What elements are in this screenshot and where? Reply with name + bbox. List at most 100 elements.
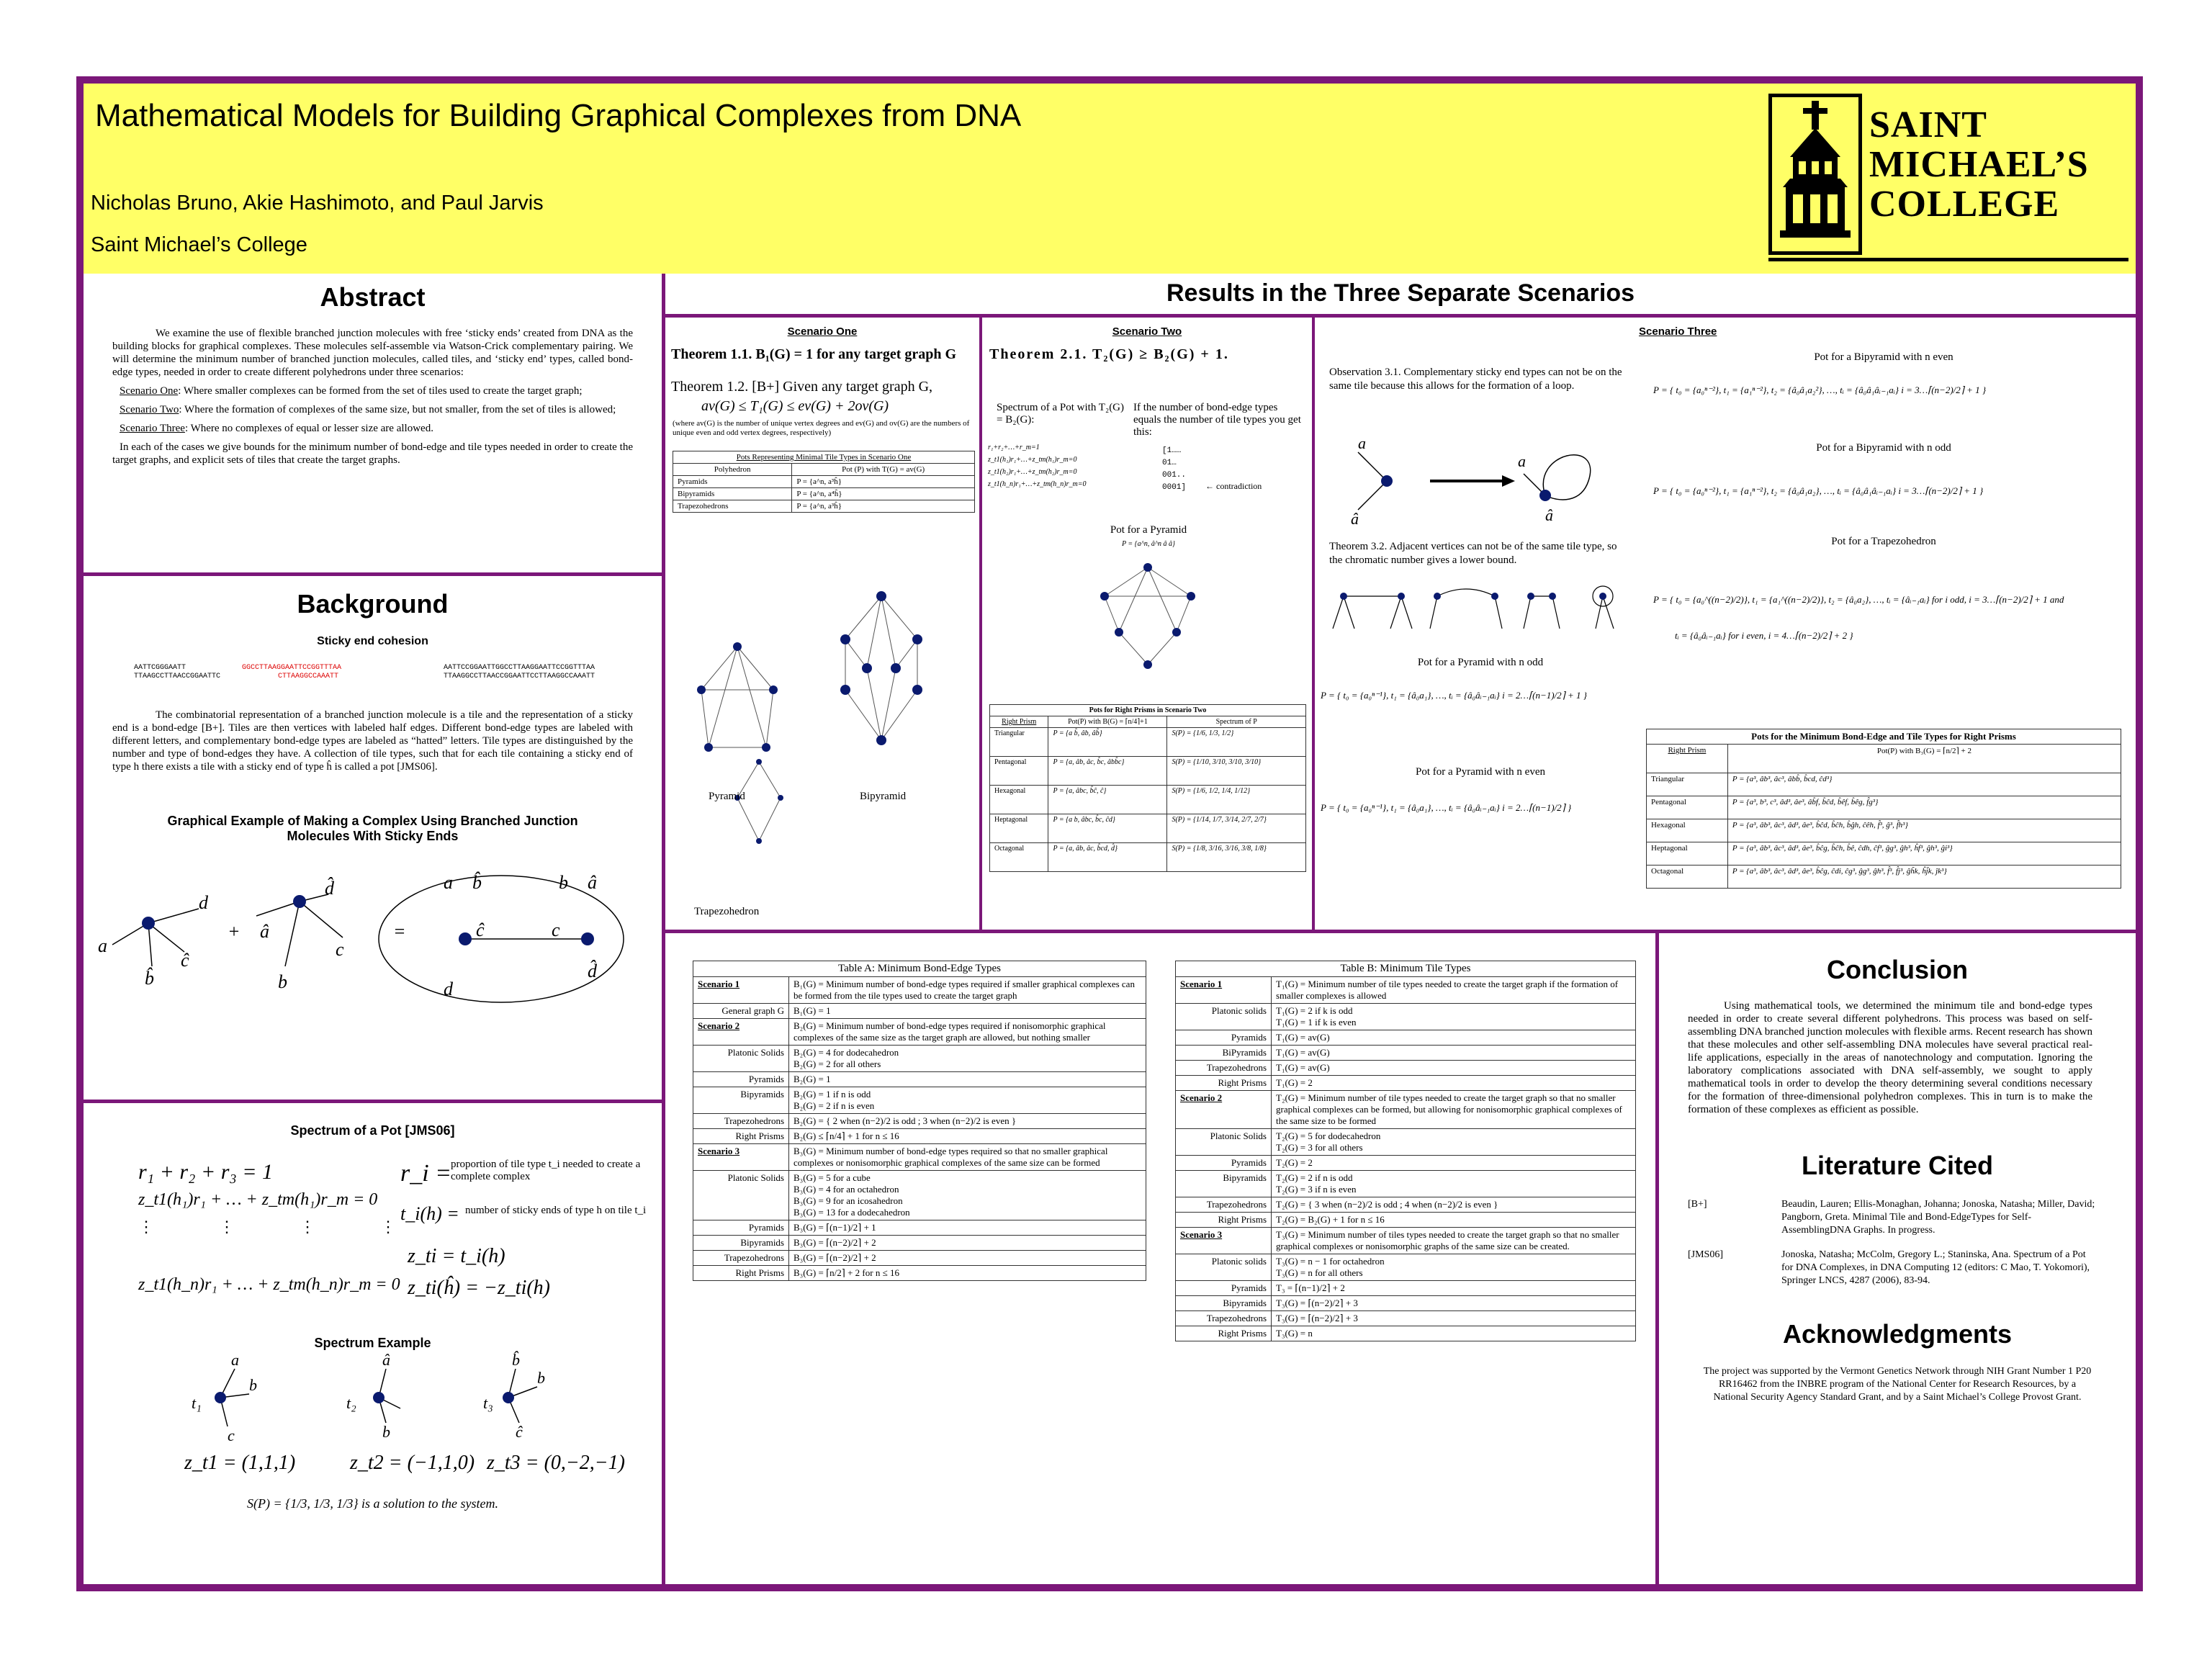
trapezohedron-caption: Trapezohedron [694, 906, 760, 917]
table-row-value: B₃(G) = 5 for a cube B₃(G) = 4 for an oc… [788, 1170, 1146, 1220]
table-title: Pots for Right Prisms in Scenario Two [989, 704, 1306, 716]
svg-text:ĉ: ĉ [181, 950, 189, 971]
def-t-symbol: t_i(h) = [400, 1203, 459, 1224]
table-cell: Octagonal [989, 842, 1049, 872]
theorem-2-1: Theorem 2.1. T₂(G) ≥ B₂(G) + 1. [989, 346, 1229, 362]
table-row-label: Trapezohedrons [693, 1113, 789, 1129]
matrix-row: 0001] [1162, 483, 1187, 492]
theorem-1-2-bound: av(G) ≤ T₁(G) ≤ ev(G) + 2ov(G) [701, 398, 889, 414]
table-cell: Bipyramids [672, 487, 793, 500]
table-row-label: Scenario 3 [693, 1143, 789, 1171]
table-row-label: Trapezohedrons [1175, 1060, 1272, 1076]
abstract-s3: Scenario Three: Where no complexes of eq… [112, 422, 633, 435]
table-title: Pots for the Minimum Bond-Edge and Tile … [1646, 729, 2121, 745]
table-header: Right Prism [1646, 744, 1728, 773]
acknowledgments-text: The project was supported by the Vermont… [1703, 1366, 2092, 1403]
def-z2: z_ti(ĥ) = −z_ti(h) [408, 1277, 550, 1299]
conclusion-panel: Conclusion Using mathematical tools, we … [1659, 933, 2136, 1584]
background-text: The combinatorial representation of a br… [112, 709, 633, 773]
logo-wordmark: SAINT MICHAEL’S COLLEGE [1869, 105, 2089, 224]
table-cell: P = {a^n, a³ĥ} [791, 475, 975, 488]
abstract-p1: We examine the use of flexible branched … [112, 328, 633, 378]
table-cell: Octagonal [1646, 865, 1728, 889]
spectrum-z-values: z_t1 = (1,1,1) z_t2 = (−1,1,0) z_t3 = (0… [84, 1444, 662, 1488]
pot-pyramid-even-caption: Pot for a Pyramid with n even [1416, 766, 1545, 778]
table-row-value: B₂(G) = Minimum number of bond-edge type… [788, 1018, 1146, 1046]
table-title: Pots Representing Minimal Tile Types in … [673, 451, 975, 464]
svg-text:b: b [559, 872, 568, 893]
reference-key: [B+] [1688, 1199, 1707, 1210]
reference-text: Jonoska, Natasha; McColm, Gregory L.; St… [1781, 1249, 2090, 1286]
svg-text:a: a [1358, 434, 1366, 452]
table-cell: Pyramids [672, 475, 793, 488]
abstract-body: We examine the use of flexible branched … [112, 327, 633, 467]
contradiction-label: contradiction [1216, 481, 1262, 491]
svg-text:b: b [537, 1369, 545, 1387]
if-text: If the number of bond-edge types equals … [1133, 402, 1301, 438]
table-row-label: Scenario 2 [1175, 1090, 1272, 1129]
table-row-value: T₃(G) = n [1271, 1326, 1636, 1341]
table-row-value: B₃(G) = ⌈(n−1)/2⌉ + 1 [788, 1220, 1146, 1236]
reference-item: [JMS06] Jonoska, Natasha; McColm, Gregor… [1688, 1249, 2100, 1287]
seq-mid-bottom: CTTAAGGCCAAATT [278, 673, 339, 680]
scenario2-text: : Where the formation of complexes of th… [179, 404, 616, 415]
table-row-value: B₃(G) = ⌈(n−2)/2⌉ + 2 [788, 1235, 1146, 1251]
spectrum-eq2: z_t1(h₁)r₁ + … + z_tm(h₁)r_m = 0 [138, 1190, 378, 1209]
table-b-title: Table B: Minimum Tile Types [1175, 961, 1636, 977]
pot-bipyramid-odd-formula: P = { t₀ = {a₀ⁿ⁻²}, t₁ = {a₁ⁿ⁻²}, t₂ = {… [1653, 485, 1984, 496]
table-row-value: T₂(G) = B₂(G) + 1 for n ≤ 16 [1271, 1212, 1636, 1228]
svg-text:a: a [98, 935, 107, 956]
table-cell: P = {a, âb, âc, b̂c, âbb̂c} [1048, 756, 1168, 786]
scenario-two-pyramid-graph [1100, 563, 1195, 669]
sticky-end-title: Sticky end cohesion [317, 635, 428, 647]
background-panel: Background Sticky end cohesion AATTCGGGA… [84, 576, 665, 1103]
identity-matrix: [1…… 01… 001.. 0001] [1162, 445, 1186, 494]
literature-list: [B+] Beaudin, Lauren; Ellis-Monaghan, Jo… [1688, 1198, 2100, 1287]
conclusion-text: Using mathematical tools, we determined … [1688, 1000, 2092, 1115]
svg-text:a: a [231, 1351, 239, 1369]
table-row-label: Bipyramids [1175, 1170, 1272, 1197]
table-cell: Triangular [1646, 773, 1728, 796]
spectrum-panel: Spectrum of a Pot [JMS06] r₁ + r₂ + r₃ =… [84, 1103, 665, 1584]
def-z1: z_ti = t_i(h) [408, 1245, 505, 1267]
table-cell: Heptagonal [1646, 842, 1728, 866]
table-row-value: B₂(G) ≤ ⌈n/4⌉ + 1 for n ≤ 16 [788, 1128, 1146, 1144]
scenario-three-table: Pots for the Minimum Bond-Edge and Tile … [1646, 729, 2122, 889]
table-row-label: Bipyramids [693, 1235, 789, 1251]
table-row-value: T₃ = ⌈(n−1)/2⌉ + 2 [1271, 1280, 1636, 1296]
table-row-label: Right Prisms [1175, 1326, 1272, 1341]
def-t-text: number of sticky ends of type h on tile … [465, 1205, 647, 1216]
scenario-one-panel: Scenario One Theorem 1.1. B₁(G) = 1 for … [665, 315, 982, 930]
table-cell: Trapezohedrons [672, 500, 793, 513]
svg-text:b: b [278, 971, 287, 992]
svg-text:d: d [444, 979, 454, 999]
svg-text:c: c [336, 939, 344, 960]
table-row-label: Trapezohedrons [1175, 1197, 1272, 1213]
table-cell: P = {a³, âb³, âc³, âd³, âe³, b̂ĉd, b̂ĉh,… [1727, 819, 2122, 842]
table-row-value: B₁(G) = 1 [788, 1003, 1146, 1019]
z-t2: z_t2 = (−1,1,0) [350, 1452, 475, 1474]
table-row-value: T₁(G) = Minimum number of tile types nee… [1271, 976, 1636, 1004]
scenario-two-panel: Scenario Two Theorem 2.1. T₂(G) ≥ B₂(G) … [982, 315, 1315, 930]
table-cell: Triangular [989, 727, 1049, 757]
table-row-label: Platonic solids [1175, 1003, 1272, 1030]
sticky-end-figure: AATTCGGGAATT TTAAGCCTTAACCGGAATTC GGCCTT… [84, 658, 662, 709]
table-row-label: Scenario 3 [1175, 1227, 1272, 1254]
table-header: Pot (P) with T(G) = av(G) [791, 463, 975, 476]
